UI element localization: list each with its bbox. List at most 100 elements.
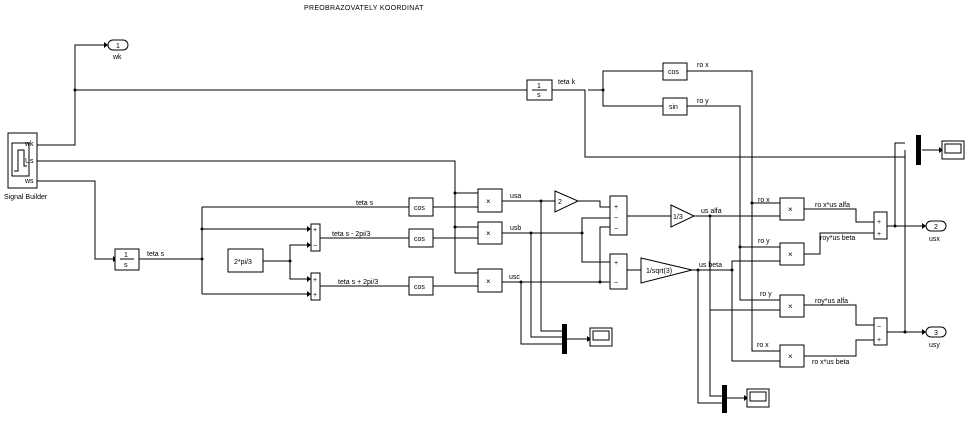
wire-ro-x-2: [751, 203, 780, 352]
sum-usy-minus: −: [877, 324, 881, 331]
label-us-alfa: us alfa: [701, 208, 722, 215]
constant-2pi-3[interactable]: 2*pi/3: [227, 248, 264, 273]
arrowheads: [104, 42, 943, 401]
sum-alfa[interactable]: + − −: [609, 195, 628, 236]
mux-2[interactable]: [562, 324, 567, 354]
gain-one-third[interactable]: 1/3: [670, 204, 696, 228]
outport-1-name: wk: [112, 54, 122, 61]
sum-usx[interactable]: + +: [873, 211, 888, 240]
cos-label-2: cos: [414, 205, 425, 212]
wire-prod-b: [804, 232, 874, 255]
product-usa[interactable]: ×: [477, 188, 503, 213]
scope-1[interactable]: [941, 140, 965, 160]
mux-3[interactable]: [722, 385, 727, 413]
outport-2-number: 2: [934, 224, 938, 231]
product-r1-symbol: ×: [788, 205, 793, 214]
sum-usy-plus: +: [877, 337, 881, 344]
gain-inv-sqrt3[interactable]: 1/sqrt(3): [640, 257, 693, 284]
gain-one-third-label: 1/3: [673, 214, 683, 221]
cos-label-3: cos: [414, 236, 425, 243]
outport-3[interactable]: 3 usy: [925, 326, 947, 349]
wire-usb: [502, 217, 610, 234]
label-usc: usc: [509, 274, 520, 281]
product-usa-symbol: ×: [486, 197, 491, 206]
sum-teta-minus[interactable]: + −: [310, 223, 321, 252]
sum1-minus: −: [313, 243, 317, 250]
label-ro-x-1: ro x: [758, 197, 770, 204]
label-ro-y-2: ro y: [760, 291, 772, 298]
product-usc[interactable]: ×: [477, 268, 503, 293]
sum-alfa-minus2: −: [614, 226, 618, 233]
sin-label: sin: [669, 104, 678, 111]
cos-block-ro-x[interactable]: cos: [662, 62, 688, 81]
label-ro-x-2: ro x: [757, 342, 769, 349]
sum2-plus-b: +: [313, 292, 317, 299]
sb-port-us: Us: [25, 158, 34, 165]
cos-block-a[interactable]: cos: [408, 197, 434, 217]
label-teta-s-minus: teta s - 2pi/3: [332, 231, 371, 238]
product-roy-usalfa[interactable]: ×: [779, 294, 805, 318]
label-ro-x-us-alfa: ro x*us alfa: [815, 202, 850, 209]
sum-beta[interactable]: + −: [609, 253, 628, 290]
label-teta-s-plus: teta s + 2pi/3: [338, 279, 378, 286]
junction-dots: [73, 88, 907, 334]
outport-2[interactable]: 2 usx: [925, 220, 947, 243]
sin-block-ro-y[interactable]: sin: [662, 97, 688, 116]
wire-ws: [37, 180, 113, 260]
wire-ro-y-2: [739, 247, 780, 301]
gain-2[interactable]: 2: [554, 190, 580, 213]
signal-builder-label: Signal Builder: [4, 194, 48, 201]
sum1-plus: +: [313, 227, 317, 234]
label-roy-us-beta: roy*us beta: [820, 235, 856, 242]
product-rox-usalfa[interactable]: ×: [779, 197, 805, 221]
outport-1[interactable]: 1 wk: [107, 39, 129, 61]
scope-3[interactable]: [746, 388, 770, 408]
wire-usc: [502, 281, 563, 345]
constant-label: 2*pi/3: [234, 259, 252, 266]
cos-label-4: cos: [414, 284, 425, 291]
wire-us-alfa-scope: [709, 310, 722, 397]
wire-usb-2: [581, 233, 610, 263]
wire-prod-c: [804, 304, 874, 326]
product-r3-symbol: ×: [788, 302, 793, 311]
wire-scope1-in-a: [894, 142, 905, 225]
wire-prod-a: [804, 208, 874, 223]
scope-2[interactable]: [589, 327, 613, 347]
integrator-teta-s-num: 1: [124, 252, 128, 259]
signal-builder-block[interactable]: wk Us ws Signal Builder: [4, 132, 48, 201]
wire-usb-scope: [530, 233, 563, 338]
label-usa: usa: [510, 193, 521, 200]
integrator-teta-k-den: s: [537, 92, 541, 99]
wire-us-beta-2: [731, 270, 780, 362]
label-us-beta: us beta: [699, 262, 722, 269]
outport-1-number: 1: [116, 43, 120, 50]
gain-inv-sqrt3-label: 1/sqrt(3): [646, 268, 672, 275]
sum-beta-plus: +: [614, 260, 618, 267]
wire-teta-k-cos: [588, 70, 663, 91]
product-rox-usbeta[interactable]: ×: [779, 344, 805, 368]
integrator-teta-k[interactable]: 1 s: [526, 79, 553, 101]
product-usb-symbol: ×: [486, 229, 491, 238]
integrator-teta-k-num: 1: [537, 83, 541, 90]
cos-block-b[interactable]: cos: [408, 228, 434, 248]
product-usb[interactable]: ×: [477, 221, 503, 245]
mux-1[interactable]: [916, 135, 921, 165]
wire-const-2: [289, 261, 307, 280]
sum-usy[interactable]: − +: [873, 317, 888, 346]
sb-port-ws: ws: [24, 178, 34, 185]
sum-teta-plus[interactable]: + +: [310, 272, 321, 301]
outport-3-name: usy: [929, 342, 940, 349]
wire-wk: [37, 44, 104, 146]
sum-beta-minus: −: [614, 280, 618, 287]
sum-alfa-minus1: −: [614, 215, 618, 222]
wire-ro-x: [687, 70, 780, 204]
integrator-teta-s[interactable]: 1 s: [114, 248, 140, 271]
cos-block-c[interactable]: cos: [408, 276, 434, 296]
product-r4-symbol: ×: [788, 352, 793, 361]
signal-builder-icon: [14, 149, 27, 172]
wire-ro-y: [687, 105, 780, 248]
label-teta-k: teta k: [558, 79, 576, 86]
label-ro-x-us-beta: ro x*us beta: [812, 359, 849, 366]
product-roy-usbeta[interactable]: ×: [779, 242, 805, 266]
product-r2-symbol: ×: [788, 250, 793, 259]
